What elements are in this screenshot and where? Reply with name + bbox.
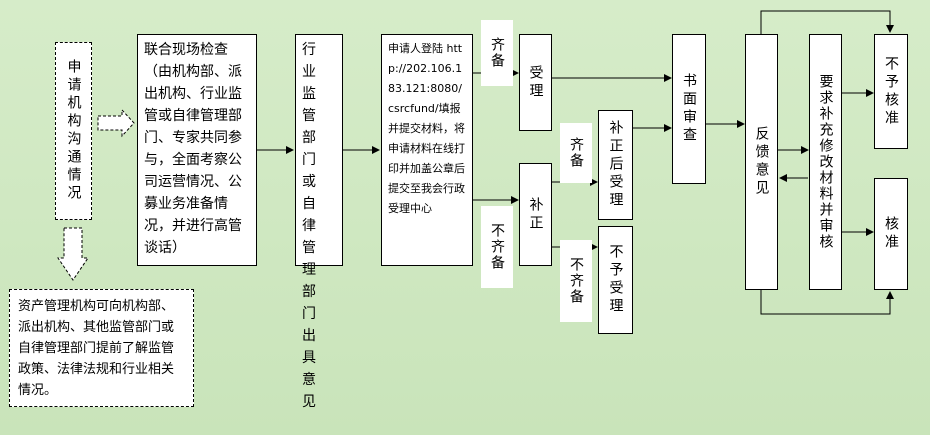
online-submit-box: 申请人登陆 http://202.106.183.121:8080/csrcfu… bbox=[381, 34, 473, 266]
not-approve-box: 不予核准 bbox=[874, 34, 908, 149]
accept-text: 受理 bbox=[527, 64, 544, 101]
note-text: 资产管理机构可向机构部、派出机构、其他监管部门或自律管理部门提前了解监管政策、法… bbox=[18, 299, 175, 398]
written-review-text: 书面审查 bbox=[681, 73, 697, 145]
accept-after-fix-box: 补正后受理 bbox=[598, 110, 633, 220]
joint-inspection-box: 联合现场检查（由机构部、派出机构、行业监管或自律管理部门、专家共同参与，全面考察… bbox=[137, 34, 257, 266]
feedback-box: 反馈意见 bbox=[745, 34, 778, 290]
written-review-box: 书面审查 bbox=[672, 34, 706, 184]
note-box: 资产管理机构可向机构部、派出机构、其他监管部门或自律管理部门提前了解监管政策、法… bbox=[9, 289, 194, 407]
feedback-text: 反馈意见 bbox=[753, 126, 770, 198]
approve-box: 核准 bbox=[874, 178, 908, 290]
request-more-box: 要求补充修改材料并审核 bbox=[809, 34, 842, 290]
reject-accept-box: 不予受理 bbox=[598, 226, 633, 334]
accept-box: 受理 bbox=[519, 34, 552, 131]
joint-inspection-text: 联合现场检查（由机构部、派出机构、行业监管或自律管理部门、专家共同参与，全面考察… bbox=[144, 42, 242, 256]
approve-text: 核准 bbox=[883, 216, 899, 252]
supplement-text: 补正 bbox=[527, 196, 544, 233]
industry-opinion-box: 行业监管部门或自律管理部门出具意见 bbox=[295, 34, 343, 410]
communicate-box: 申请机构沟通情况 bbox=[55, 42, 92, 220]
complete2-label: 齐备 bbox=[560, 123, 592, 183]
online-submit-text: 申请人登陆 http://202.106.183.121:8080/csrcfu… bbox=[388, 42, 465, 215]
not-approve-text: 不予核准 bbox=[883, 55, 899, 128]
communicate-text: 申请机构沟通情况 bbox=[65, 59, 82, 203]
request-more-text: 要求补充修改材料并审核 bbox=[817, 74, 834, 250]
incomplete2-label: 不齐备 bbox=[560, 240, 592, 322]
reject-accept-text: 不予受理 bbox=[607, 244, 624, 316]
complete-label: 齐备 bbox=[481, 20, 513, 86]
supplement-box: 补正 bbox=[519, 163, 552, 266]
accept-after-fix-text: 补正后受理 bbox=[607, 120, 624, 210]
industry-opinion-text: 行业监管部门或自律管理部门出具意见 bbox=[302, 42, 321, 410]
incomplete-label: 不齐备 bbox=[481, 206, 513, 288]
